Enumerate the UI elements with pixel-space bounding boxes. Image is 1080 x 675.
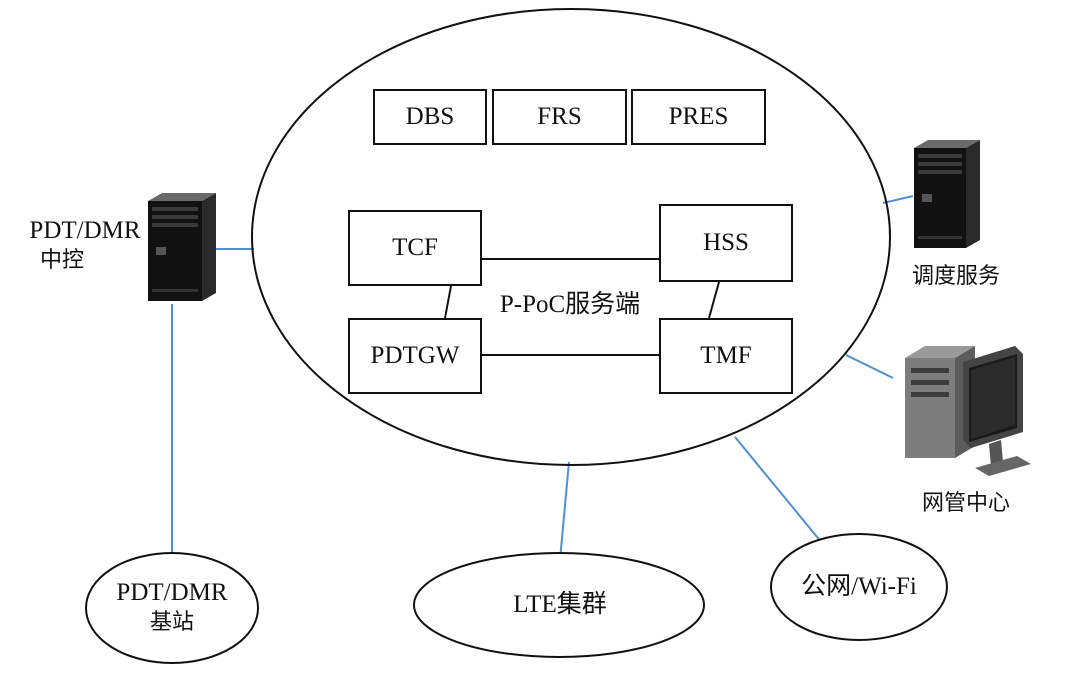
module-tcf: TCF — [348, 210, 482, 286]
server-side-ellipse — [251, 8, 891, 466]
module-dbs: DBS — [373, 89, 487, 145]
server-side-label-text: P-PoC服务端 — [499, 291, 641, 318]
pdt-base-label: PDT/DMR 基站 — [97, 578, 247, 638]
pdt-control-label-line2: 中控 — [40, 248, 85, 273]
wifi-label: 公网/Wi-Fi — [784, 572, 934, 602]
link-server-to-wifi — [734, 436, 823, 544]
module-tmf-label: TMF — [700, 342, 752, 369]
pdt-control-label-line1: PDT/DMR — [29, 217, 141, 244]
module-hss: HSS — [659, 204, 793, 282]
server-tower-icon — [914, 140, 980, 248]
module-frs: FRS — [492, 89, 627, 145]
desktop-computer-icon — [905, 346, 1031, 476]
nms-label: 网管中心 — [903, 489, 1029, 519]
link-hss-tmf — [708, 281, 720, 319]
link-server-to-dispatch — [882, 195, 914, 204]
module-pdtgw: PDTGW — [348, 318, 482, 394]
wifi-label-text: 公网/Wi-Fi — [801, 573, 917, 600]
lte-ellipse — [413, 552, 705, 658]
lte-label: LTE集群 — [460, 590, 660, 620]
pdt-base-label-line1: PDT/DMR — [116, 579, 228, 606]
server-side-label: P-PoC服务端 — [482, 290, 658, 320]
module-pres-label: PRES — [668, 103, 729, 130]
link-server-to-nms — [845, 354, 894, 379]
dispatch-label-text: 调度服务 — [911, 264, 1000, 289]
wifi-ellipse — [770, 533, 948, 641]
module-tmf: TMF — [659, 318, 793, 394]
module-tcf-label: TCF — [392, 234, 438, 261]
link-tcf-pdtgw — [444, 285, 452, 319]
module-pdtgw-label: PDTGW — [370, 342, 460, 369]
nms-label-text: 网管中心 — [921, 491, 1010, 516]
pdt-control-label: PDT/DMR 中控 — [20, 216, 150, 276]
dispatch-label: 调度服务 — [893, 262, 1019, 292]
module-hss-label: HSS — [703, 229, 749, 256]
server-tower-icon — [148, 193, 216, 301]
lte-label-text: LTE集群 — [513, 591, 607, 618]
pdt-base-ellipse — [85, 552, 259, 664]
module-pres: PRES — [631, 89, 766, 145]
module-dbs-label: DBS — [405, 103, 455, 130]
module-frs-label: FRS — [537, 103, 582, 130]
pdt-base-label-line2: 基站 — [149, 610, 194, 635]
link-server-to-lte — [559, 461, 570, 561]
